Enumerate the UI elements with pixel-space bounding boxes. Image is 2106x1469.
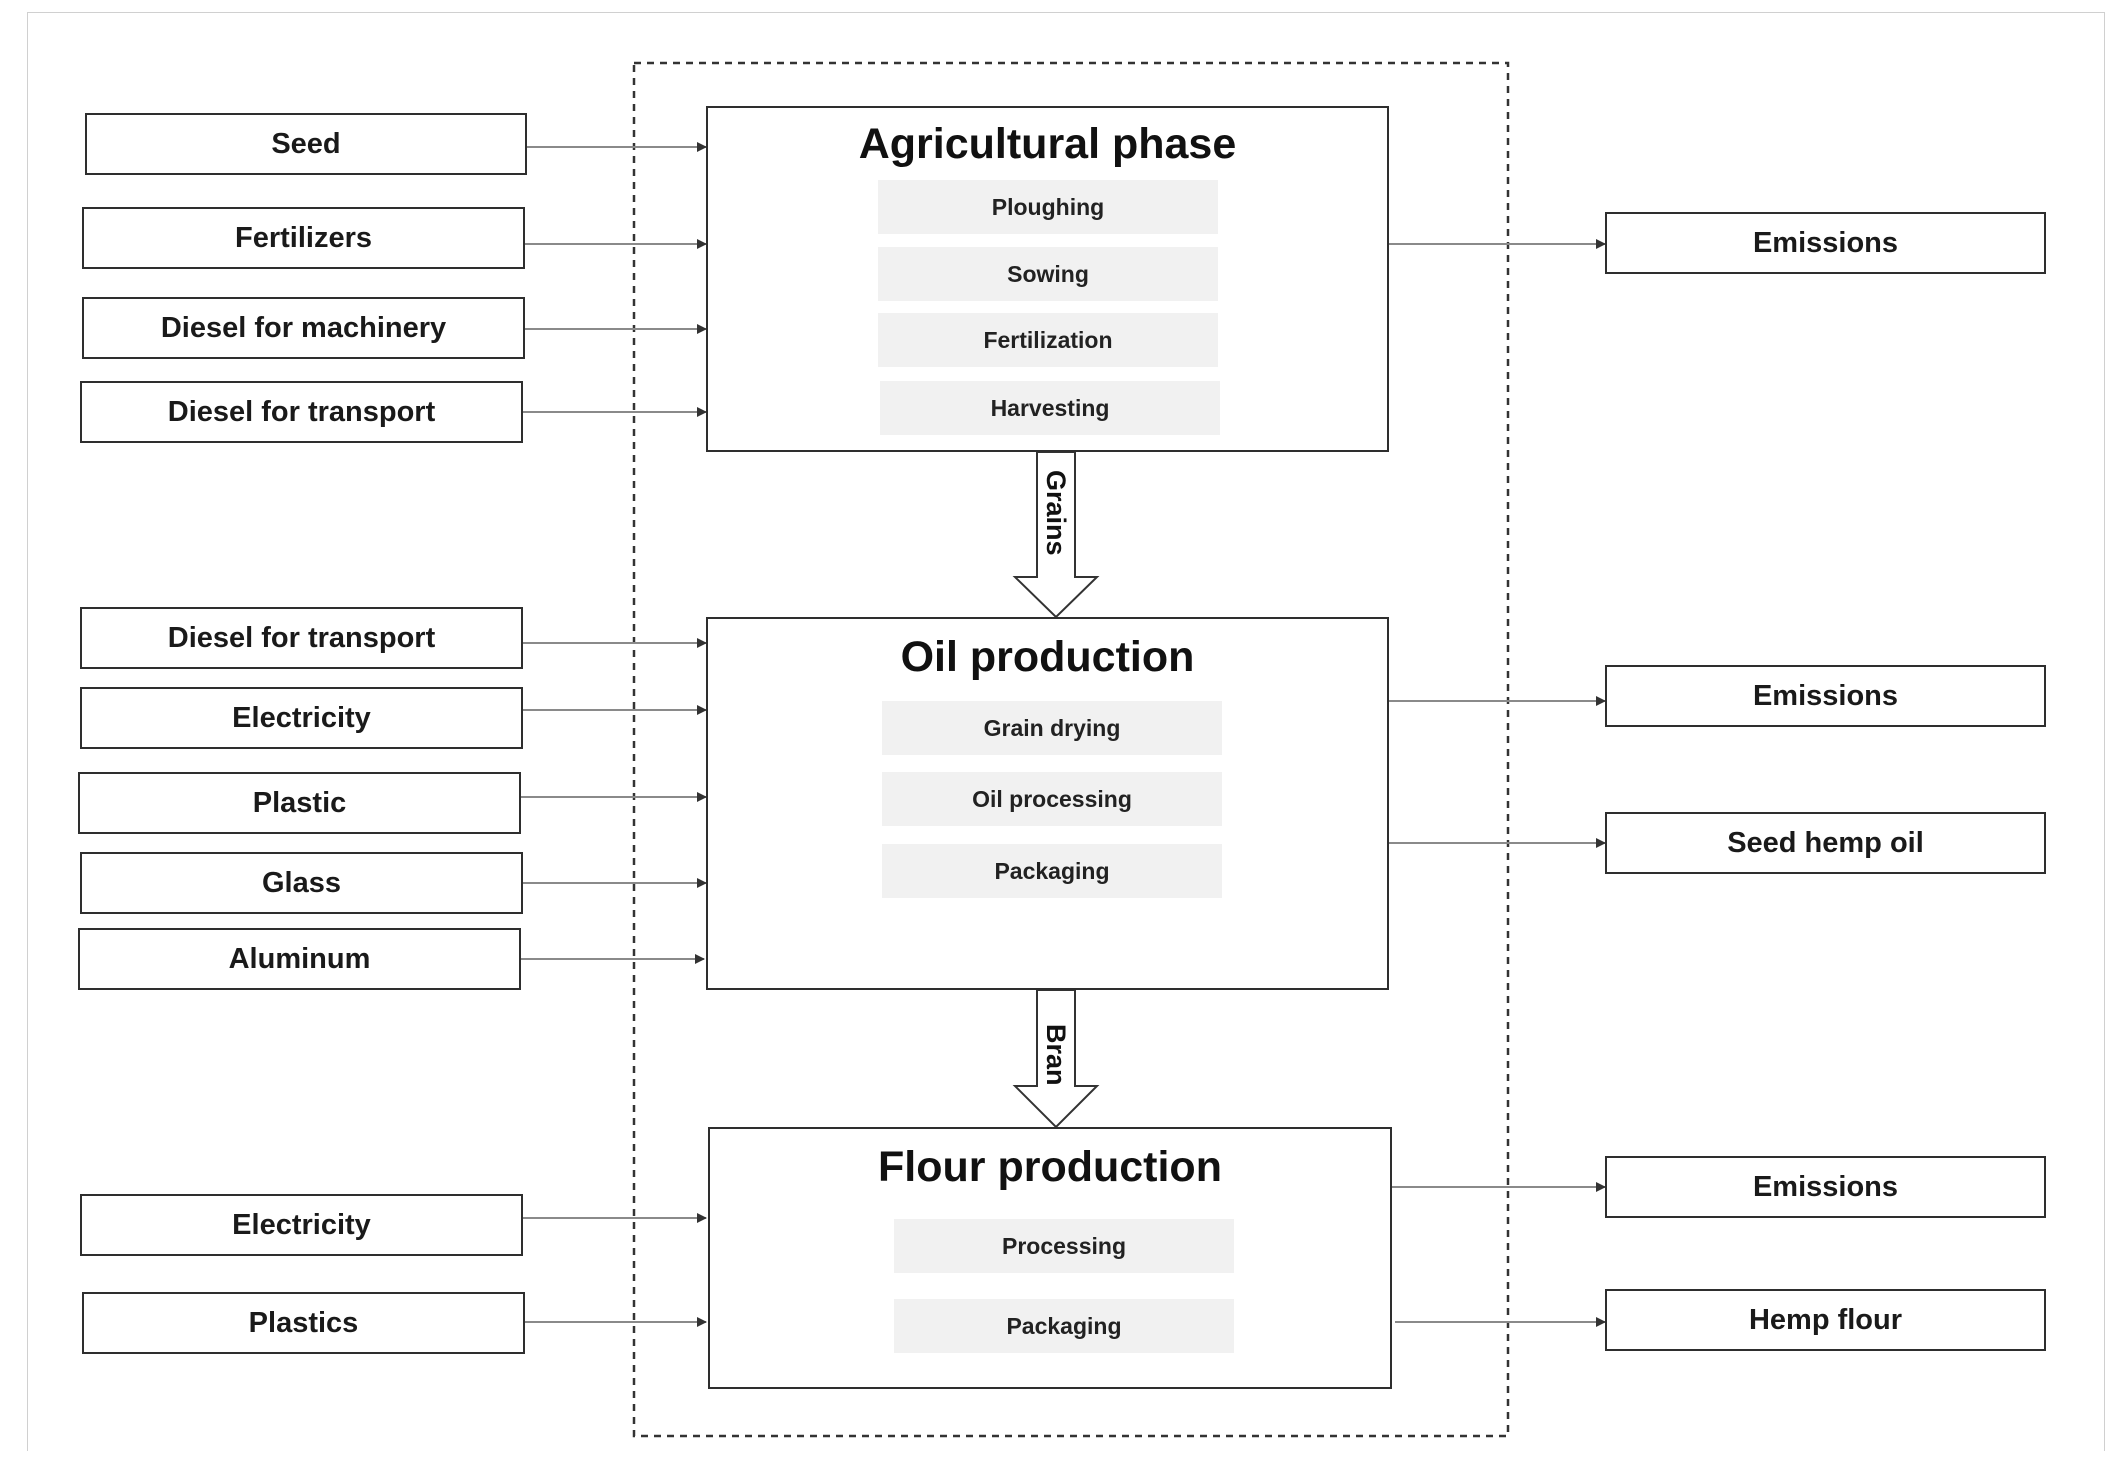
flow-label-bran: Bran [1041,1024,1071,1086]
input-box-diesel-transport-agri: Diesel for transport [80,381,523,443]
step-harvesting: Harvesting [880,381,1220,435]
phase-title: Flour production [878,1143,1222,1191]
output-box-hemp-flour: Hemp flour [1605,1289,2046,1351]
figure-frame [27,12,2105,1451]
input-label: Seed [271,127,341,160]
step-oil-processing: Oil processing [882,772,1222,826]
output-label: Emissions [1752,679,1899,712]
step-packaging-oil: Packaging [882,844,1222,898]
output-box-emissions-flour: Emissions [1605,1156,2046,1218]
system-boundary [632,61,1510,1438]
input-box-seed: Seed [85,113,527,175]
step-sowing: Sowing [878,247,1218,301]
input-box-electricity-oil: Electricity [80,687,523,749]
input-label: Fertilizers [235,221,372,254]
input-label: Electricity [232,1208,371,1241]
input-label: Plastics [248,1306,359,1339]
phase-oil-production: Oil production Grain drying Oil processi… [706,617,1389,990]
step-packaging-flour: Packaging [894,1299,1234,1353]
input-box-glass: Glass [80,852,523,914]
input-label: Electricity [232,701,371,734]
step-fertilization: Fertilization [878,313,1218,367]
input-box-electricity-flour: Electricity [80,1194,523,1256]
grains-flow-arrow [1012,451,1100,619]
phase-flour-production: Flour production Processing Packaging [708,1127,1392,1389]
input-box-fertilizers: Fertilizers [82,207,525,269]
phase-title: Oil production [900,633,1195,681]
output-box-emissions-agri: Emissions [1605,212,2046,274]
input-label: Aluminum [228,942,371,975]
input-label: Diesel for transport [167,621,436,654]
input-box-plastics: Plastics [82,1292,525,1354]
output-box-seed-hemp-oil: Seed hemp oil [1605,812,2046,874]
step-processing: Processing [894,1219,1234,1273]
input-box-plastic: Plastic [78,772,521,834]
input-box-diesel-transport-oil: Diesel for transport [80,607,523,669]
input-box-aluminum: Aluminum [78,928,521,990]
input-label: Diesel for machinery [160,311,447,344]
input-label: Plastic [252,786,347,819]
output-label: Emissions [1752,1170,1899,1203]
output-box-emissions-oil: Emissions [1605,665,2046,727]
input-box-diesel-machinery: Diesel for machinery [82,297,525,359]
flow-label-grains: Grains [1041,470,1071,556]
output-label: Seed hemp oil [1727,826,1924,859]
output-label: Emissions [1752,226,1899,259]
input-label: Glass [262,866,341,899]
phase-title: Agricultural phase [858,120,1237,168]
input-label: Diesel for transport [167,395,436,428]
step-ploughing: Ploughing [878,180,1218,234]
output-label: Hemp flour [1748,1303,1903,1336]
step-grain-drying: Grain drying [882,701,1222,755]
bran-flow-arrow [1012,989,1100,1129]
phase-agricultural: Agricultural phase Ploughing Sowing Fert… [706,106,1389,452]
